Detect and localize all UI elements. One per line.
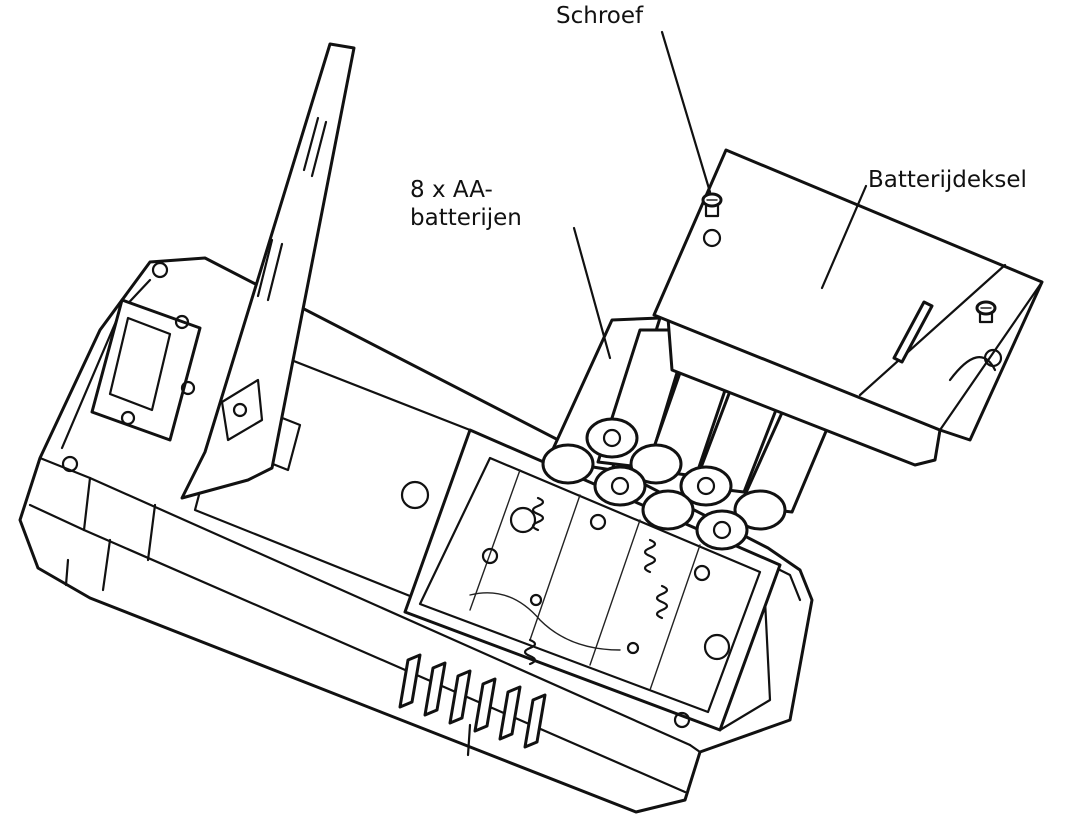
batteries-label: 8 x AA- batterijen [410, 176, 522, 232]
kickstand [180, 42, 356, 500]
spring-icon [523, 496, 669, 666]
grip-ridges [398, 653, 547, 749]
battery-cover-label: Batterijdeksel [868, 167, 1027, 193]
screw-label: Schroef [556, 3, 644, 29]
leader-lines [572, 30, 868, 360]
batteries-label-line1: 8 x AA- [410, 177, 493, 203]
battery-cover [652, 148, 1044, 467]
screw-icon [701, 192, 997, 324]
batteries-label-line2: batterijen [410, 205, 522, 231]
